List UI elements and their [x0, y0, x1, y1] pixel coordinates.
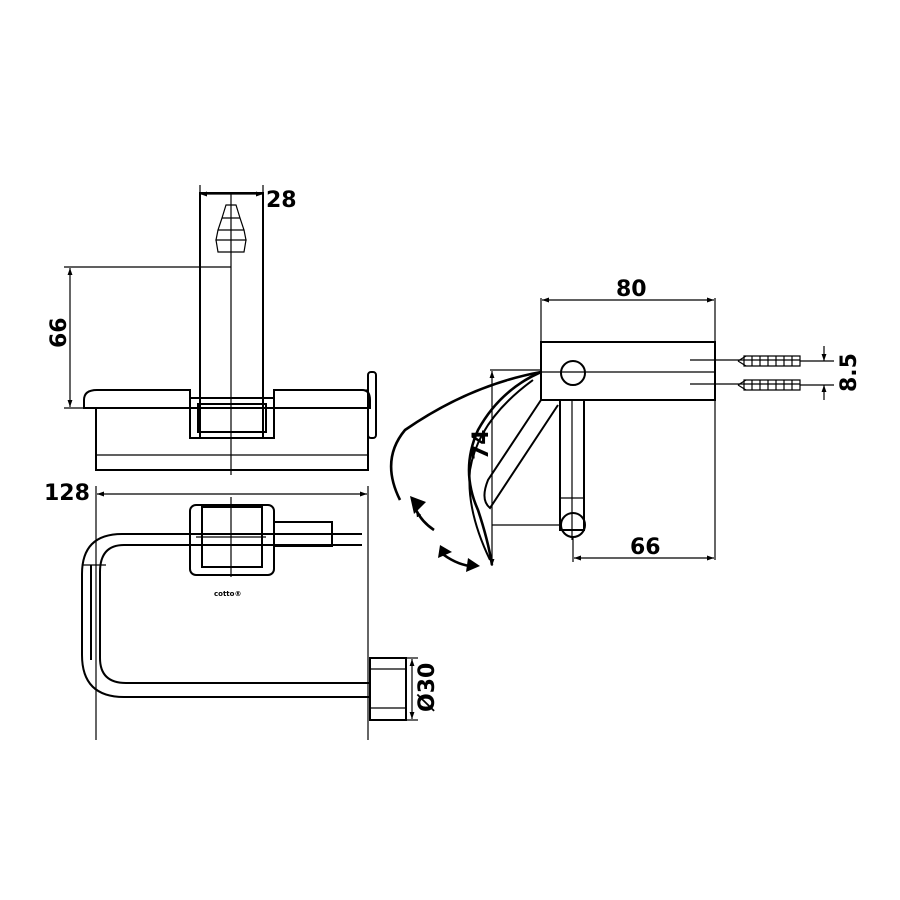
- top-view: 28 66: [47, 185, 377, 475]
- side-view: 80 8.5 66: [389, 277, 862, 572]
- dim-top-height: 66: [47, 317, 72, 348]
- front-view: 128 cotto® Ø30: [44, 481, 440, 740]
- dim-front-width: 128: [44, 481, 90, 506]
- dim-side-height: 74: [469, 429, 494, 460]
- dim-side-depth: 66: [630, 535, 661, 560]
- dim-side-width: 80: [616, 277, 647, 302]
- dim-screw-spacing: 8.5: [837, 353, 862, 392]
- wall-anchor-icon: [215, 204, 247, 253]
- screw-anchor-icon: [690, 355, 801, 391]
- dim-top-width: 28: [266, 188, 297, 213]
- rotation-arrow-icon: [410, 496, 480, 572]
- brand-mark: cotto®: [214, 590, 241, 598]
- dim-diameter: Ø30: [415, 663, 440, 712]
